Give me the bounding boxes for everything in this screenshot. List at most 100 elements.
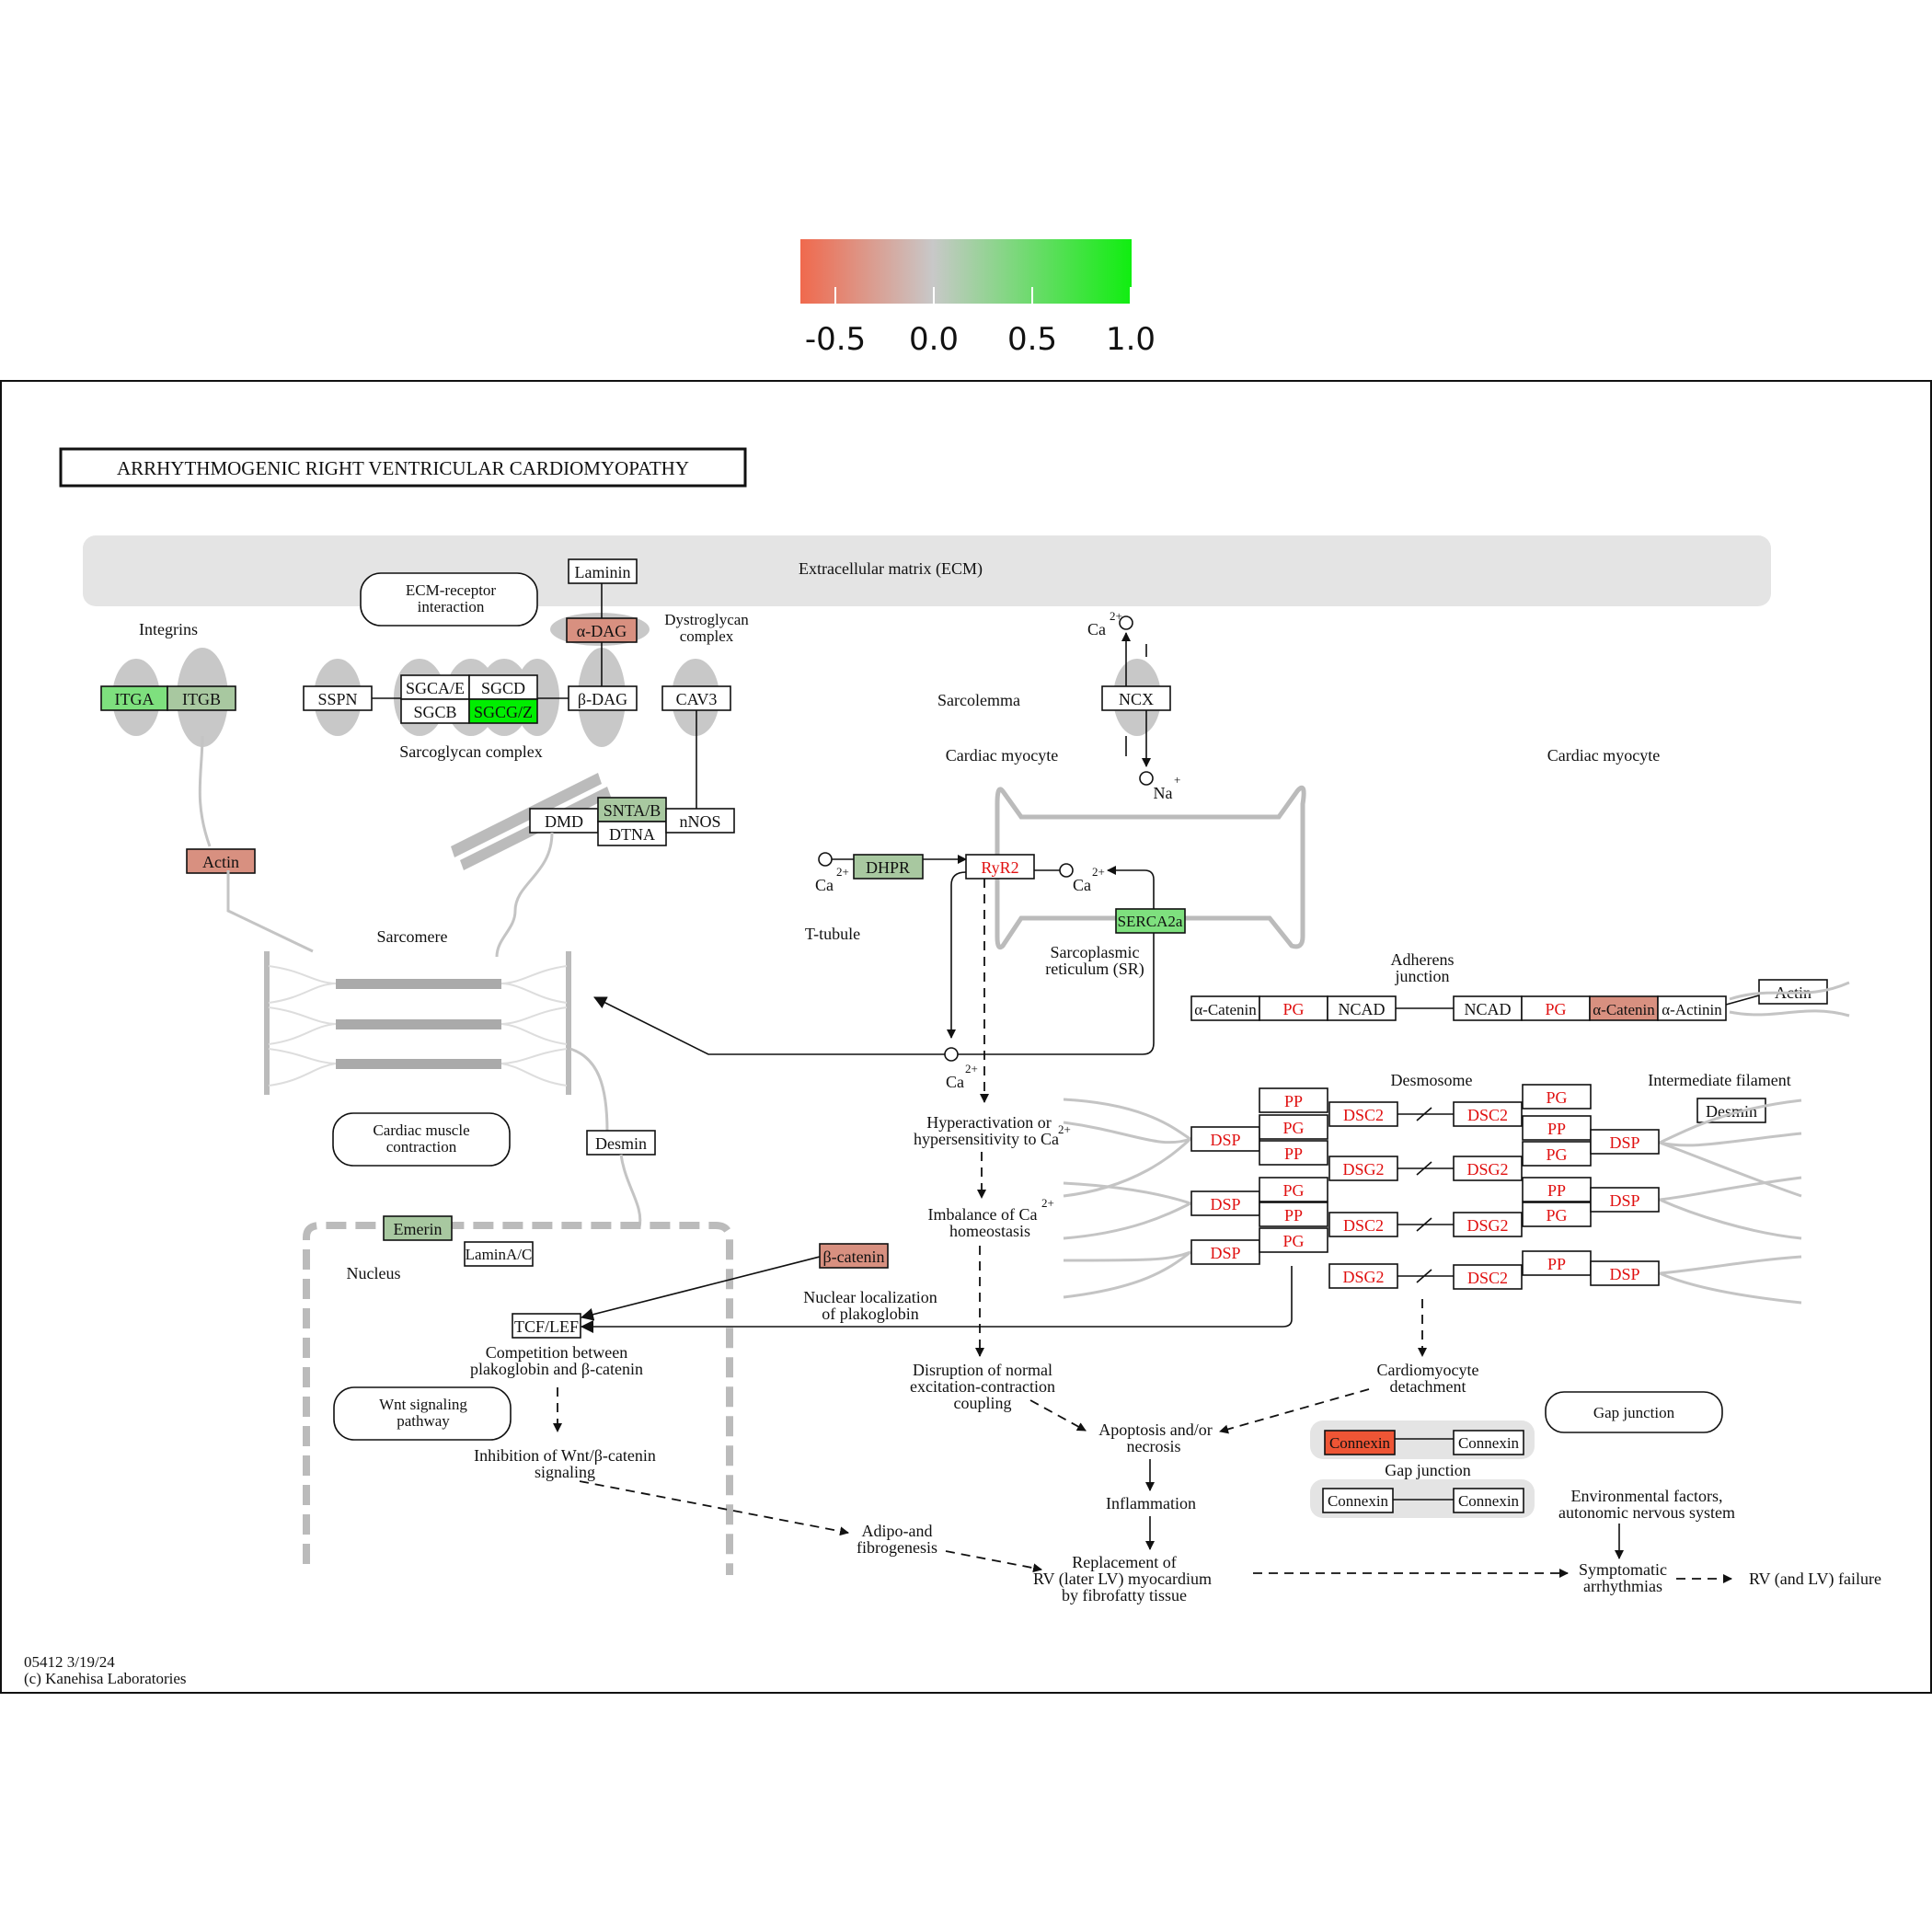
process-label: Inflammation xyxy=(1106,1494,1196,1512)
gene-beta-catenin[interactable] xyxy=(819,1243,889,1269)
gene-pg-left-2[interactable] xyxy=(1259,1177,1328,1202)
ion-charge: 2+ xyxy=(1110,609,1122,623)
process-label: Competition between xyxy=(486,1343,627,1362)
pill-label: Cardiac muscle xyxy=(373,1121,469,1139)
ecm-receptor-link[interactable] xyxy=(360,572,538,627)
gene-connexin-2[interactable] xyxy=(1453,1430,1524,1455)
gene-label: PG xyxy=(1282,1181,1304,1200)
gene-sgcgz[interactable] xyxy=(468,698,538,724)
process-label: Hyperactivation or xyxy=(926,1113,1051,1132)
gene-sgcae[interactable] xyxy=(400,674,470,700)
gene-label: α-Catenin xyxy=(1194,1001,1257,1018)
gene-beta-dag[interactable] xyxy=(568,685,638,711)
gene-dsc2-right-2[interactable] xyxy=(1453,1264,1523,1290)
gene-ryr2[interactable] xyxy=(965,854,1035,880)
adherens-label: Adherens xyxy=(1391,950,1455,969)
gene-dsp-left-2[interactable] xyxy=(1190,1190,1260,1216)
pill-label: contraction xyxy=(386,1138,457,1156)
gene-desmin-left[interactable] xyxy=(586,1130,656,1156)
gene-alpha-catenin-1[interactable] xyxy=(1190,995,1260,1021)
wnt-signaling-link[interactable] xyxy=(333,1386,512,1441)
gene-emerin[interactable] xyxy=(383,1215,453,1241)
gene-pp-right-2[interactable] xyxy=(1522,1177,1592,1202)
gene-dhpr[interactable] xyxy=(853,854,924,880)
gene-label: DSC2 xyxy=(1343,1106,1384,1124)
gene-alpha-actinin[interactable] xyxy=(1657,995,1727,1021)
cardiac-myocyte-label: Cardiac myocyte xyxy=(946,746,1058,765)
gene-dsp-right-1[interactable] xyxy=(1590,1129,1660,1155)
gene-pp-left-1[interactable] xyxy=(1259,1087,1328,1113)
gene-label: DSG2 xyxy=(1342,1160,1384,1179)
nucleus-label: Nucleus xyxy=(347,1264,401,1282)
t-tubule-label: T-tubule xyxy=(805,925,860,943)
sarcoplasmic-reticulum xyxy=(995,785,1306,950)
gene-connexin-3[interactable] xyxy=(1322,1488,1394,1513)
gene-dsc2-right-1[interactable] xyxy=(1453,1101,1523,1127)
ion-charge: 2+ xyxy=(836,865,849,879)
gene-pg-right-2[interactable] xyxy=(1522,1141,1592,1167)
gene-tcf-lef[interactable] xyxy=(512,1313,581,1339)
gene-label: DTNA xyxy=(609,825,655,844)
process-label: Adipo-and xyxy=(862,1522,933,1540)
ion-charge: + xyxy=(1174,773,1180,787)
gene-dsg2-left-2[interactable] xyxy=(1328,1263,1398,1289)
legend-tick: -0.5 xyxy=(805,321,866,358)
gene-pg-right-1[interactable] xyxy=(1522,1084,1592,1110)
gene-laminin[interactable] xyxy=(568,558,638,584)
process-label: excitation-contraction xyxy=(910,1377,1055,1396)
process-label: Replacement of xyxy=(1072,1553,1176,1571)
gene-label: β-catenin xyxy=(822,1248,884,1266)
ecm-label: Extracellular matrix (ECM) xyxy=(799,559,983,579)
integrins-label: Integrins xyxy=(139,620,198,638)
gene-ncx[interactable] xyxy=(1101,685,1171,711)
gene-dsp-right-2[interactable] xyxy=(1590,1187,1660,1213)
gap-junction-link[interactable] xyxy=(1545,1391,1723,1433)
process-label: RV (later LV) myocardium xyxy=(1033,1570,1212,1589)
gene-label: PG xyxy=(1546,1145,1567,1164)
gene-dsg2-right-1[interactable] xyxy=(1453,1156,1523,1181)
cardiac-muscle-contraction-link[interactable] xyxy=(332,1112,511,1167)
gene-pg-right-3[interactable] xyxy=(1522,1202,1592,1227)
legend-tick: 0.0 xyxy=(909,321,959,358)
gene-snta[interactable] xyxy=(597,797,667,822)
gene-pp-left-2[interactable] xyxy=(1259,1140,1328,1166)
gene-sgcd[interactable] xyxy=(468,674,538,700)
gene-dmd[interactable] xyxy=(529,808,599,834)
pill-label: Wnt signaling xyxy=(379,1396,467,1413)
gene-dsp-left-3[interactable] xyxy=(1190,1239,1260,1265)
gene-desmin-right[interactable] xyxy=(1696,1098,1766,1123)
gene-pg-adherens-1[interactable] xyxy=(1259,995,1328,1021)
process-label: plakoglobin and β-catenin xyxy=(470,1360,643,1378)
gene-nnos[interactable] xyxy=(665,808,735,834)
gene-dtna[interactable] xyxy=(597,821,667,846)
gene-dsp-right-3[interactable] xyxy=(1590,1260,1660,1286)
intermediate-filaments-right xyxy=(1654,1098,1802,1305)
gene-ncad-2[interactable] xyxy=(1453,995,1523,1021)
gene-ncad-1[interactable] xyxy=(1327,995,1397,1021)
gene-pp-right-1[interactable] xyxy=(1522,1115,1592,1141)
gene-serca2a[interactable] xyxy=(1115,908,1186,934)
gene-label: PG xyxy=(1546,1206,1567,1225)
gene-pg-adherens-2[interactable] xyxy=(1521,995,1591,1021)
ca-ion-label: Ca xyxy=(1073,876,1091,894)
gene-pg-left-3[interactable] xyxy=(1259,1227,1328,1253)
gene-pg-left-1[interactable] xyxy=(1259,1114,1328,1140)
gene-dsg2-right-2[interactable] xyxy=(1453,1212,1523,1237)
gene-connexin-1[interactable] xyxy=(1324,1430,1396,1455)
gene-sgcb[interactable] xyxy=(400,698,470,724)
gene-label: PG xyxy=(1282,1119,1304,1137)
footer-code: 05412 3/19/24 xyxy=(24,1653,115,1671)
process-label: of plakoglobin xyxy=(822,1305,919,1323)
gene-pp-left-3[interactable] xyxy=(1259,1202,1328,1227)
process-label: Nuclear localization xyxy=(803,1288,937,1306)
gene-connexin-4[interactable] xyxy=(1453,1488,1524,1513)
gene-label: PP xyxy=(1547,1120,1566,1138)
na-ion-label: Na xyxy=(1154,784,1173,802)
gene-label: PG xyxy=(1282,1232,1304,1250)
gene-alpha-dag[interactable] xyxy=(566,617,638,643)
gene-actin-left[interactable] xyxy=(186,848,256,874)
gene-lamin-ac[interactable] xyxy=(464,1241,534,1267)
gene-dsc2-left-1[interactable] xyxy=(1328,1101,1398,1127)
gene-itgb[interactable] xyxy=(167,685,236,711)
gene-sspn[interactable] xyxy=(303,685,373,711)
